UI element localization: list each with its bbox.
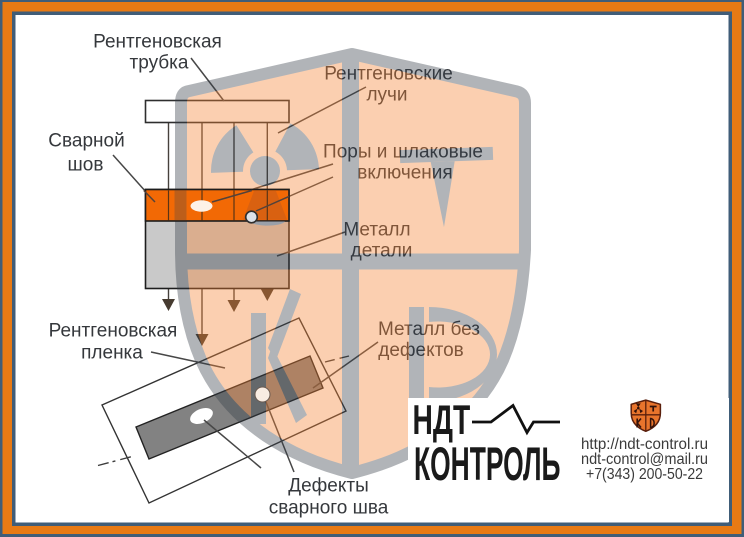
svg-text:сварного шва: сварного шва: [269, 498, 389, 519]
svg-text:трубка: трубка: [130, 53, 189, 74]
svg-text:шов: шов: [68, 155, 104, 176]
svg-text:+7(343) 200-50-22: +7(343) 200-50-22: [586, 466, 703, 483]
svg-text:ndt-control@mail.ru: ndt-control@mail.ru: [581, 451, 708, 468]
svg-text:НДТ: НДТ: [413, 397, 471, 443]
svg-text:КОНТРОЛЬ: КОНТРОЛЬ: [414, 438, 561, 491]
svg-text:Рентгеновская: Рентгеновская: [49, 321, 178, 342]
svg-text:пленка: пленка: [81, 343, 143, 364]
svg-text:Дефекты: Дефекты: [288, 476, 369, 497]
svg-text:Сварной: Сварной: [48, 131, 124, 152]
svg-text:Рентгеновская: Рентгеновская: [93, 32, 222, 53]
svg-text:http://ndt-control.ru: http://ndt-control.ru: [581, 436, 708, 453]
